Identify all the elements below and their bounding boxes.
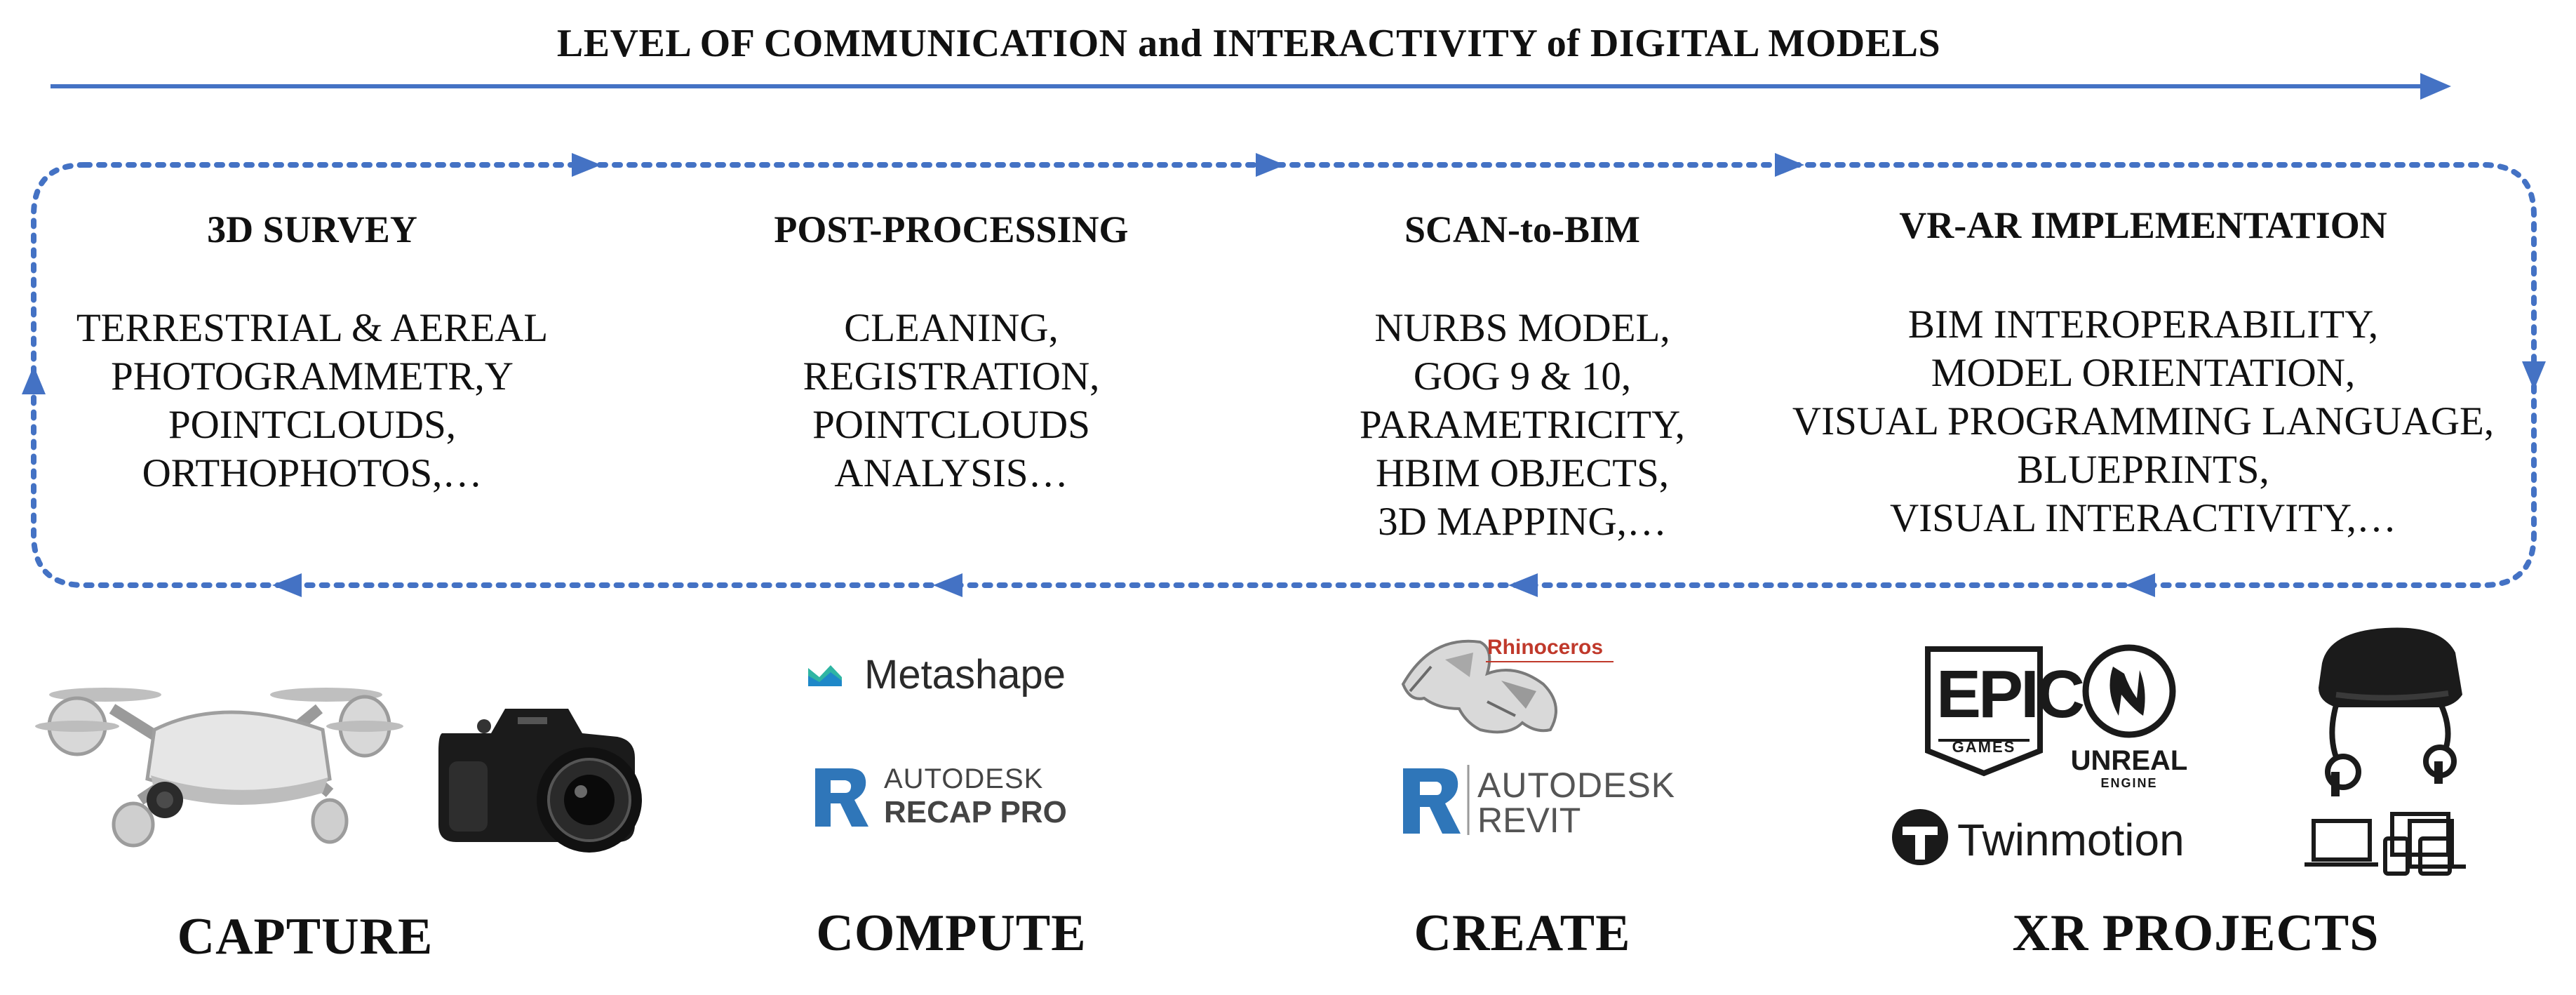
stage-item: ANALYSIS…: [834, 451, 1068, 495]
epic-logo-line2: GAMES: [1952, 738, 2016, 756]
stage-item: POINTCLOUDS,: [168, 403, 457, 447]
metashape-logo-icon: [808, 665, 842, 686]
unreal-logo-icon: [2082, 644, 2176, 738]
workflow-loop: [31, 162, 2537, 588]
arrowhead-top-3: [1775, 153, 1804, 177]
stage-item: BIM INTEROPERABILITY,: [1907, 302, 2379, 347]
rhino-logo-icon: [1401, 639, 1614, 734]
arrowhead-top-1: [572, 153, 601, 177]
revit-logo-icon: [1403, 765, 1470, 835]
stage-item: PHOTOGRAMMETR,Y: [111, 354, 514, 399]
arrowhead-right: [2522, 361, 2546, 390]
twinmotion-logo-text: Twinmotion: [1957, 815, 2185, 865]
stage-item: 3D MAPPING,…: [1378, 500, 1667, 544]
arrowhead-bottom-3: [933, 573, 962, 597]
camera-icon: [438, 709, 642, 853]
stage-item: MODEL ORIENTATION,: [1931, 351, 2356, 395]
devices-icon: [2305, 812, 2466, 876]
twinmotion-logo-icon: [1892, 809, 1948, 865]
recap-logo-icon: [815, 768, 868, 827]
arrowhead-left: [22, 366, 46, 394]
stage-title-vr-ar: VR-AR IMPLEMENTATION: [1899, 204, 2387, 246]
stage-item: ORTHOPHOTOS,…: [142, 451, 483, 495]
revit-logo-line2: REVIT: [1477, 801, 1581, 840]
stage-item: PARAMETRICITY,: [1359, 403, 1686, 447]
rhino-logo-text: Rhinoceros: [1487, 636, 1604, 659]
stage-title-post-processing: POST-PROCESSING: [774, 208, 1129, 251]
stage-items-vr-ar: BIM INTEROPERABILITY, MODEL ORIENTATION,…: [1792, 300, 2494, 542]
category-capture: CAPTURE: [177, 908, 434, 966]
stage-item: POINTCLOUDS: [812, 403, 1090, 447]
arrowhead-top-2: [1256, 153, 1285, 177]
interactivity-arrow: [51, 73, 2451, 100]
loop-arrowheads: [22, 153, 2546, 597]
arrowhead-bottom-1: [2126, 573, 2155, 597]
epic-logo-line1: EPIC: [1936, 657, 2085, 732]
stage-items-survey: TERRESTRIAL & AEREAL PHOTOGRAMMETR,Y POI…: [76, 304, 548, 498]
stage-item: TERRESTRIAL & AEREAL: [76, 306, 549, 350]
stage-item: NURBS MODEL,: [1374, 306, 1670, 350]
stage-title-scan-to-bim: SCAN-to-BIM: [1404, 208, 1640, 251]
vr-headset-icon: [2319, 627, 2462, 796]
recap-logo-line1: AUTODESK: [884, 763, 1044, 794]
category-xr-projects: XR PROJECTS: [2012, 904, 2380, 962]
unreal-logo-line1: UNREAL: [2070, 745, 2188, 776]
recap-logo-line2: RECAP PRO: [884, 795, 1067, 829]
header-title: LEVEL OF COMMUNICATION and INTERACTIVITY…: [556, 22, 1941, 65]
stage-item: HBIM OBJECTS,: [1375, 451, 1670, 495]
epic-games-logo-icon: [1925, 646, 2043, 777]
stage-item: REGISTRATION,: [803, 354, 1100, 399]
unreal-logo-line2: ENGINE: [2100, 776, 2158, 790]
stage-item: BLUEPRINTS,: [2017, 448, 2269, 492]
stage-item: VISUAL INTERACTIVITY,…: [1890, 496, 2396, 540]
stage-item: CLEANING,: [844, 306, 1059, 350]
revit-logo-line1: AUTODESK: [1477, 766, 1676, 805]
category-create: CREATE: [1414, 904, 1631, 962]
stage-items-post-processing: CLEANING, REGISTRATION, POINTCLOUDS ANAL…: [803, 304, 1100, 498]
stage-item: VISUAL PROGRAMMING LANGUAGE,: [1792, 399, 2495, 443]
category-compute: COMPUTE: [816, 904, 1087, 962]
metashape-logo-text: Metashape: [864, 652, 1066, 697]
stage-items-scan-to-bim: NURBS MODEL, GOG 9 & 10, PARAMETRICITY, …: [1360, 304, 1685, 546]
stage-title-survey: 3D SURVEY: [207, 208, 417, 251]
arrowhead-bottom-4: [272, 573, 302, 597]
arrowhead-bottom-2: [1508, 573, 1538, 597]
drone-icon: [35, 688, 403, 848]
stage-item: GOG 9 & 10,: [1413, 354, 1632, 399]
